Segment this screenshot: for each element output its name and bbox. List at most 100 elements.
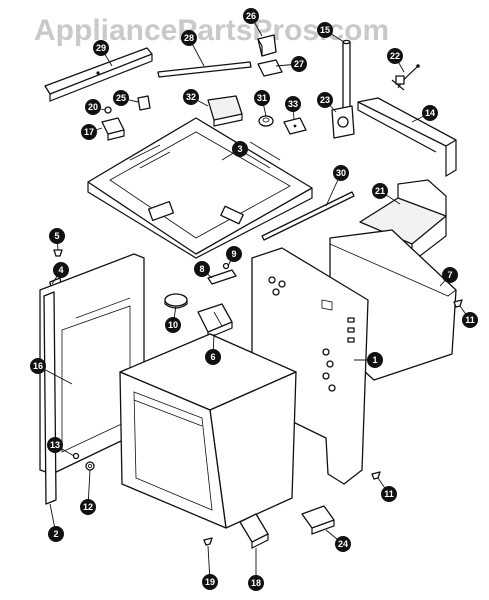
svg-text:8: 8	[199, 264, 204, 274]
part-6-burner-bracket	[197, 303, 233, 339]
svg-text:30: 30	[336, 168, 346, 178]
part-20-screw	[104, 106, 112, 114]
callout-23: 23	[317, 92, 333, 108]
svg-text:5: 5	[54, 231, 59, 241]
part-15-vertical-rod	[342, 39, 351, 113]
callout-16: 16	[30, 358, 46, 374]
callout-10: 10	[165, 317, 181, 333]
svg-text:25: 25	[116, 93, 126, 103]
callout-4: 4	[53, 262, 69, 278]
callout-15: 15	[317, 22, 333, 38]
svg-text:20: 20	[88, 102, 98, 112]
callout-26: 26	[243, 8, 259, 24]
callout-7: 7	[442, 267, 458, 283]
callout-8: 8	[194, 261, 210, 277]
callout-11-lower: 11	[381, 486, 397, 502]
part-11-screw-lower	[371, 471, 381, 480]
callout-24: 24	[335, 536, 351, 552]
svg-text:16: 16	[33, 361, 43, 371]
svg-text:18: 18	[251, 578, 261, 588]
callout-32: 32	[183, 89, 199, 105]
callout-21: 21	[372, 183, 388, 199]
callout-28: 28	[181, 30, 197, 46]
callout-9: 9	[226, 246, 242, 262]
svg-text:9: 9	[231, 249, 236, 259]
callout-5: 5	[49, 228, 65, 244]
svg-text:6: 6	[210, 352, 215, 362]
svg-text:22: 22	[390, 51, 400, 61]
callout-20: 20	[85, 99, 101, 115]
svg-text:23: 23	[320, 95, 330, 105]
part-5-screw	[53, 249, 63, 257]
callout-22: 22	[387, 48, 403, 64]
svg-text:21: 21	[375, 186, 385, 196]
callout-25: 25	[113, 90, 129, 106]
part-13-screw	[72, 452, 80, 460]
part-18-hinge	[239, 513, 269, 549]
part-10-cap	[164, 293, 188, 309]
callout-13: 13	[47, 437, 63, 453]
part-32-module	[207, 95, 243, 127]
svg-text:4: 4	[58, 265, 63, 275]
callout-17: 17	[81, 124, 97, 140]
part-27-plate	[257, 59, 283, 77]
svg-text:3: 3	[237, 144, 242, 154]
svg-text:28: 28	[184, 33, 194, 43]
callout-11-upper: 11	[462, 312, 478, 328]
callout-2: 2	[48, 526, 64, 542]
callout-18: 18	[248, 575, 264, 591]
part-24-bracket	[301, 505, 335, 535]
svg-text:33: 33	[288, 99, 298, 109]
part-oven-cavity	[119, 333, 297, 529]
part-12-grommet	[85, 461, 95, 471]
part-28-rod	[157, 61, 252, 78]
svg-text:11: 11	[465, 315, 475, 325]
part-8-igniter	[207, 269, 237, 285]
part-2-door-trim	[43, 291, 57, 505]
svg-text:11: 11	[384, 489, 394, 499]
svg-text:29: 29	[96, 43, 106, 53]
svg-text:2: 2	[53, 529, 58, 539]
callout-33: 33	[285, 96, 301, 112]
callout-6: 6	[205, 349, 221, 365]
part-19-screw	[203, 537, 213, 546]
part-9-screw	[222, 262, 230, 270]
svg-text:26: 26	[246, 11, 256, 21]
svg-text:1: 1	[372, 355, 377, 365]
svg-text:27: 27	[294, 59, 304, 69]
callout-19: 19	[202, 574, 218, 590]
part-1-side-panel	[251, 247, 369, 485]
svg-text:17: 17	[84, 127, 94, 137]
svg-text:10: 10	[168, 320, 178, 330]
callout-1: 1	[367, 352, 383, 368]
part-26-bracket	[257, 34, 277, 57]
callout-27: 27	[291, 56, 307, 72]
svg-text:31: 31	[257, 93, 267, 103]
part-17-switch	[101, 117, 125, 141]
part-30-long-rod	[261, 191, 355, 241]
part-3-main-panel	[87, 117, 313, 259]
svg-text:13: 13	[50, 440, 60, 450]
svg-text:32: 32	[186, 92, 196, 102]
svg-text:14: 14	[425, 108, 435, 118]
svg-text:15: 15	[320, 25, 330, 35]
part-22-wire-harness	[391, 64, 420, 91]
svg-text:19: 19	[205, 577, 215, 587]
svg-text:7: 7	[447, 270, 452, 280]
callout-29: 29	[93, 40, 109, 56]
watermark-text: AppliancePartsPros.com	[34, 14, 389, 47]
part-23-valve	[331, 105, 355, 139]
callout-14: 14	[422, 105, 438, 121]
svg-text:24: 24	[338, 539, 348, 549]
callout-30: 30	[333, 165, 349, 181]
part-33-bracket	[283, 117, 307, 135]
part-31-knob	[258, 115, 274, 127]
callout-31: 31	[254, 90, 270, 106]
part-29-rear-trim	[44, 47, 153, 102]
part-11-screw-upper	[453, 299, 463, 308]
svg-text:12: 12	[83, 502, 93, 512]
callout-12: 12	[80, 499, 96, 515]
callout-3: 3	[232, 141, 248, 157]
part-25-clip	[137, 95, 151, 111]
